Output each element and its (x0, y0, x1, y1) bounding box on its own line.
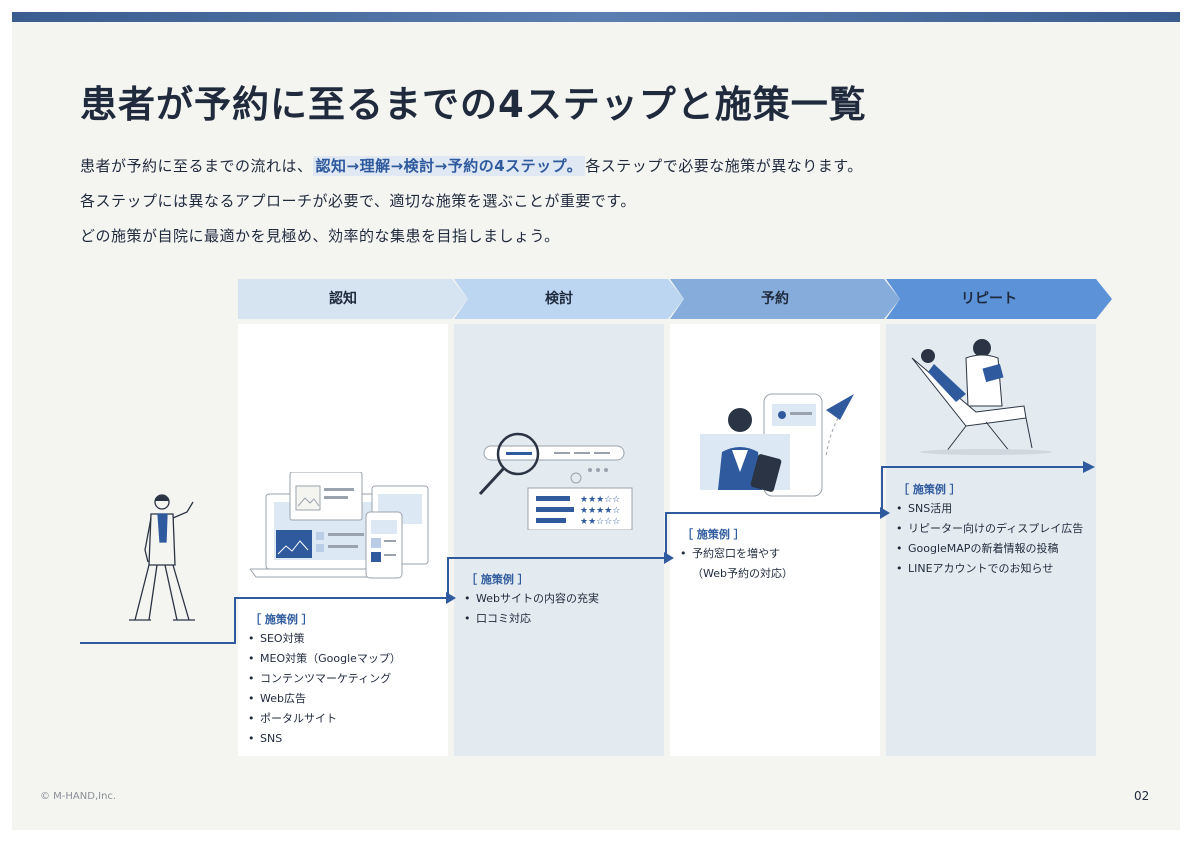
chevron-shape (886, 279, 1112, 319)
list-item: （Web予約の対応） (692, 567, 793, 580)
example-title-booking: ［ 施策例 ］ (682, 528, 745, 541)
step-label-text: 認知 (329, 291, 357, 307)
list-item: Web広告 (248, 689, 401, 709)
page-number: 02 (1134, 789, 1150, 803)
chevron-shape (454, 279, 684, 319)
list-item: リピーター向けのディスプレイ広告 (896, 519, 1083, 539)
example-title-repeat: ［ 施策例 ］ (898, 483, 961, 496)
intro-line-2: 各ステップには異なるアプローチが必要で、適切な施策を選ぶことが重要です。 (80, 192, 636, 210)
list-item: 予約窓口を増やす (680, 544, 793, 564)
intro-line-1: 患者が予約に至るまでの流れは、認知→理解→検討→予約の4ステップ。各ステップで必… (80, 155, 863, 176)
example-list-consideration: Webサイトの内容の充実 口コミ対応 (464, 589, 599, 629)
example-list-repeat: SNS活用 リピーター向けのディスプレイ広告 GoogleMAPの新着情報の投稿… (896, 499, 1083, 579)
list-item: MEO対策（Googleマップ） (248, 649, 401, 669)
devices-illustration (250, 472, 429, 579)
example-title-awareness: ［ 施策例 ］ (250, 613, 313, 626)
step-label-booking: 予約 (670, 279, 900, 319)
top-accent-bar (12, 12, 1180, 22)
copyright: © M-HAND,Inc. (40, 791, 117, 802)
chevron-shape (670, 279, 900, 319)
example-list-awareness: SEO対策 MEO対策（Googleマップ） コンテンツマーケティング Web広… (248, 629, 401, 749)
person-pointing-illustration (129, 494, 195, 621)
chevron-shape (238, 279, 468, 319)
step-label-consideration: 検討 (454, 279, 684, 319)
intro-text: 患者が予約に至るまでの流れは、 (80, 157, 313, 175)
step-label-text: 検討 (545, 291, 573, 307)
step-label-text: リピート (961, 291, 1017, 307)
list-item: 口コミ対応 (464, 609, 599, 629)
list-item: LINEアカウントでのお知らせ (896, 559, 1083, 579)
intro-text: 各ステップで必要な施策が異なります。 (585, 157, 863, 175)
column-consideration (454, 324, 664, 756)
svg-text:★★★★☆: ★★★★☆ (580, 506, 620, 516)
list-item: SNS (248, 729, 401, 749)
step-label-text: 予約 (761, 291, 789, 307)
phone-booking-illustration (700, 393, 854, 497)
intro-line-3: どの施策が自院に最適かを見極め、効率的な集患を目指しましょう。 (80, 227, 560, 245)
intro-highlight: 認知→理解→検討→予約の4ステップ。 (312, 156, 586, 176)
example-list-booking: 予約窓口を増やす （Web予約の対応） (680, 544, 793, 584)
list-item: GoogleMAPの新着情報の投稿 (896, 539, 1083, 559)
list-item: コンテンツマーケティング (248, 669, 401, 689)
step-label-repeat: リピート (886, 279, 1112, 319)
svg-text:★★☆☆☆: ★★☆☆☆ (580, 517, 620, 527)
search-review-illustration: ★★★☆☆ ★★★★☆ ★★☆☆☆ (478, 432, 633, 530)
step-label-awareness: 認知 (238, 279, 468, 319)
dental-clinic-illustration (911, 339, 1052, 455)
list-item: Webサイトの内容の充実 (464, 589, 599, 609)
example-title-consideration: ［ 施策例 ］ (466, 573, 529, 586)
list-item: SNS活用 (896, 499, 1083, 519)
list-item: ポータルサイト (248, 709, 401, 729)
page-title: 患者が予約に至るまでの4ステップと施策一覧 (80, 83, 867, 126)
svg-text:★★★☆☆: ★★★☆☆ (580, 495, 620, 505)
list-item: SEO対策 (248, 629, 401, 649)
